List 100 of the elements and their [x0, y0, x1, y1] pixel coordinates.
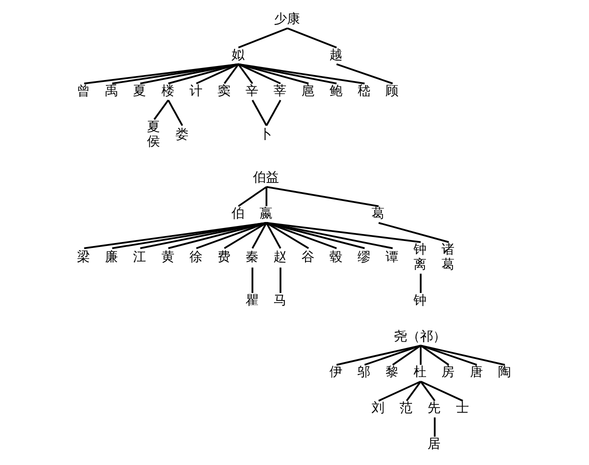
node-text: 毂: [330, 250, 343, 265]
node-text: 越: [330, 48, 343, 63]
connector: [252, 222, 268, 249]
connector: [252, 100, 268, 126]
node-text: 辛: [245, 84, 258, 99]
connector: [238, 186, 267, 207]
connector: [112, 63, 239, 84]
node-text: 钟: [414, 293, 427, 308]
connector: [196, 222, 267, 250]
connector: [266, 222, 337, 250]
connector: [238, 63, 365, 84]
connector: [238, 27, 288, 48]
connector: [238, 63, 337, 84]
node-text: 房: [442, 365, 455, 380]
node-text: 陶: [498, 365, 511, 380]
node-text: 赵: [273, 250, 286, 265]
node-text: 卜: [259, 127, 272, 142]
node-text: 谷: [302, 250, 315, 265]
node-text: 夏: [133, 84, 146, 99]
connector: [420, 344, 478, 366]
connector: [224, 64, 240, 84]
connector: [378, 222, 449, 243]
node-text: 徐: [189, 250, 202, 265]
connector: [378, 380, 422, 402]
connector: [336, 344, 421, 366]
connector: [336, 63, 393, 84]
node-text: 尧（祁）: [394, 329, 446, 344]
connector: [266, 186, 268, 206]
connector: [224, 222, 267, 250]
node-text: 马: [273, 293, 286, 308]
node-text: 计: [189, 84, 202, 99]
connector: [420, 346, 422, 365]
connector: [238, 63, 281, 84]
connector: [420, 274, 422, 293]
node-text: 先: [428, 401, 441, 416]
node-text: 夏侯: [147, 120, 160, 150]
connector: [392, 344, 422, 366]
connector: [266, 222, 365, 250]
node-text: 秦: [245, 250, 258, 265]
node-text: 诸葛: [442, 242, 455, 272]
node-text: 瞿: [245, 293, 258, 308]
node-text: 梁: [77, 250, 90, 265]
node-text: 黎: [386, 365, 399, 380]
node-text: 姒: [231, 48, 244, 63]
node-text: 顾: [386, 84, 399, 99]
node-text: 杜: [414, 365, 427, 380]
connector: [364, 344, 421, 366]
node-text: 费: [217, 250, 230, 265]
connector: [266, 100, 282, 126]
node-text: 士: [456, 401, 469, 416]
connector: [196, 63, 239, 84]
node-text: 江: [133, 250, 146, 265]
connector: [112, 222, 267, 250]
connector: [84, 63, 239, 84]
node-text: 葛: [372, 206, 385, 222]
connector: [266, 222, 393, 250]
node-text: 居: [428, 437, 441, 452]
connector: [140, 222, 267, 250]
node-text: 黄: [161, 250, 174, 265]
connector: [252, 268, 254, 293]
node-text: 范: [400, 401, 413, 416]
node-text: 窦: [217, 84, 230, 99]
connector: [287, 27, 337, 48]
connector: [154, 100, 169, 120]
node-text: 楼: [161, 84, 174, 99]
node-text: 娄: [175, 127, 188, 142]
connector: [238, 63, 309, 84]
connector: [140, 63, 239, 84]
node-text: 嵇: [358, 84, 371, 99]
node-text: 伊: [330, 365, 343, 380]
connector: [266, 222, 309, 250]
node-text: 谭: [386, 250, 399, 265]
node-text: 刘: [372, 401, 385, 416]
connector: [434, 417, 436, 437]
node-text: 嬴: [259, 206, 272, 222]
node-text: 莘: [273, 84, 286, 99]
connector: [84, 222, 267, 250]
connector: [238, 64, 254, 84]
node-text: 伯益: [252, 170, 279, 186]
node-text: 扈: [302, 84, 315, 99]
connector: [420, 344, 450, 366]
node-text: 少康: [274, 12, 300, 28]
connector: [168, 100, 184, 126]
connector: [420, 380, 464, 402]
node-text: 伯: [231, 206, 244, 222]
connector: [420, 344, 506, 366]
connector: [168, 222, 267, 250]
connector: [280, 268, 282, 293]
node-text: 廉: [105, 250, 118, 265]
connector: [406, 380, 422, 402]
connector: [168, 63, 239, 84]
connector: [266, 186, 379, 208]
node-text: 缪: [358, 250, 371, 265]
node-text: 曾: [77, 84, 90, 99]
node-text: 唐: [470, 365, 483, 380]
connector: [420, 380, 436, 402]
node-text: 鲍: [330, 84, 343, 99]
node-text: 禹: [105, 84, 118, 99]
connector: [266, 222, 421, 244]
node-text: 邬: [358, 365, 371, 380]
